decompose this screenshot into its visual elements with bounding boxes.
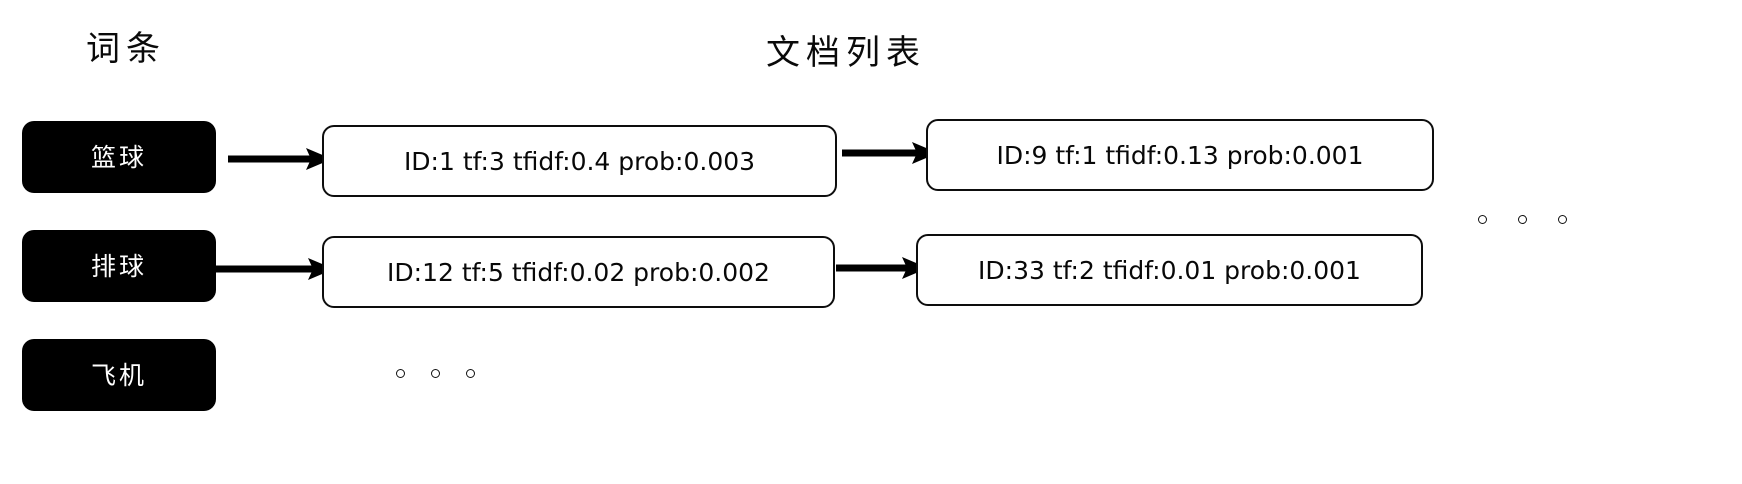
ellipsis-terms-continuation: [396, 369, 475, 378]
posting-label: ID:9 tf:1 tfidf:0.13 prob:0.001: [996, 140, 1364, 170]
posting-label: ID:1 tf:3 tfidf:0.4 prob:0.003: [403, 146, 756, 176]
term-box-row-2[interactable]: 飞机: [22, 339, 216, 411]
arrow-posting-to-posting-row-1: [836, 256, 928, 280]
arrow-term-to-posting-row-0: [228, 147, 332, 171]
posting-label: ID:12 tf:5 tfidf:0.02 prob:0.002: [387, 257, 770, 287]
ellipsis-dot-icon: [1518, 215, 1527, 224]
column-header-documents: 文档列表: [766, 33, 926, 73]
posting-label: ID:33 tf:2 tfidf:0.01 prob:0.001: [978, 255, 1361, 285]
arrow-term-to-posting-row-1: [216, 257, 334, 281]
ellipsis-dot-icon: [431, 369, 440, 378]
posting-box-row-1-item-0[interactable]: ID:12 tf:5 tfidf:0.02 prob:0.002: [322, 236, 835, 308]
term-box-row-0[interactable]: 篮球: [22, 121, 216, 193]
posting-box-row-0-item-0[interactable]: ID:1 tf:3 tfidf:0.4 prob:0.003: [322, 125, 837, 197]
arrow-posting-to-posting-row-0: [842, 141, 938, 165]
column-header-terms: 词条: [86, 29, 166, 69]
term-box-row-1[interactable]: 排球: [22, 230, 216, 302]
ellipsis-dot-icon: [466, 369, 475, 378]
posting-box-row-1-item-1[interactable]: ID:33 tf:2 tfidf:0.01 prob:0.001: [916, 234, 1423, 306]
term-label: 排球: [90, 251, 147, 281]
ellipsis-postings-continuation: [1478, 215, 1567, 224]
ellipsis-dot-icon: [1478, 215, 1487, 224]
ellipsis-dot-icon: [1558, 215, 1567, 224]
term-label: 篮球: [90, 142, 147, 172]
ellipsis-dot-icon: [396, 369, 405, 378]
term-label: 飞机: [90, 360, 147, 390]
posting-box-row-0-item-1[interactable]: ID:9 tf:1 tfidf:0.13 prob:0.001: [926, 119, 1434, 191]
